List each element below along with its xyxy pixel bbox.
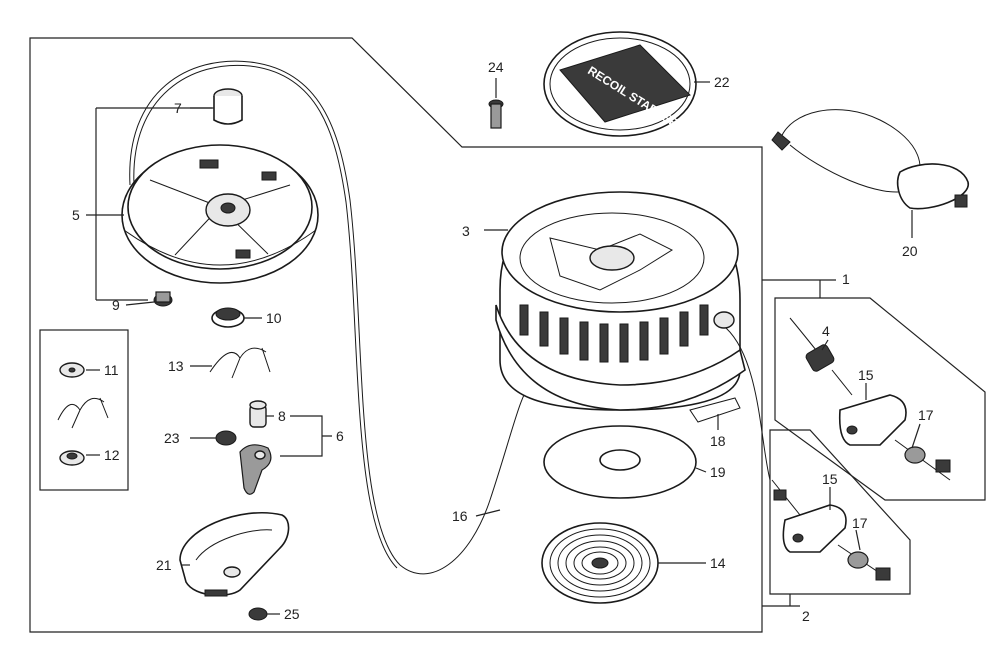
washer-11 [59, 362, 85, 378]
recoil-spring-14 [541, 522, 659, 604]
label-6: 6 [336, 428, 344, 444]
label-15b: 15 [822, 471, 838, 487]
spring-small [57, 397, 109, 429]
label-17b: 17 [852, 515, 868, 531]
rope-guide-18 [689, 397, 741, 423]
collar-7 [213, 88, 243, 125]
washer-box [39, 329, 129, 491]
starter-case-3 [495, 191, 746, 411]
handle-15a [831, 369, 907, 446]
stopper-17b [837, 544, 891, 581]
label-24: 24 [488, 59, 504, 75]
label-23: 23 [164, 430, 180, 446]
label-11: 11 [104, 362, 119, 378]
label-20: 20 [902, 243, 918, 259]
label-10: 10 [266, 310, 282, 326]
label-2: 2 [802, 608, 810, 624]
rope-to-handle [725, 327, 771, 481]
handle-wire-20 [771, 109, 969, 210]
label-15a: 15 [858, 367, 874, 383]
spring-13 [209, 347, 271, 379]
handle-guide-21 [179, 511, 290, 597]
label-5: 5 [72, 207, 80, 223]
nut-23 [215, 430, 237, 446]
handle-15b [771, 479, 847, 553]
washer-12 [59, 450, 85, 466]
group-bracket-2 [762, 594, 800, 607]
label-14: 14 [710, 555, 726, 571]
label-16: 16 [452, 508, 468, 524]
label-19: 19 [710, 464, 726, 480]
starter-rope [129, 60, 531, 575]
part-labels: 1 2 3 4 5 6 7 8 9 10 11 12 13 14 15 15 1… [72, 59, 934, 624]
friction-10 [211, 307, 245, 328]
cover-disc-22: RECOIL STARTER [543, 31, 697, 137]
bolt-24 [488, 99, 504, 129]
assembly-frame [29, 37, 763, 633]
bolt-25 [248, 607, 268, 621]
label-22: 22 [714, 74, 730, 90]
label-9: 9 [112, 297, 120, 313]
label-8: 8 [278, 408, 286, 424]
label-18: 18 [710, 433, 726, 449]
stopper-17a [894, 439, 951, 481]
collar-8 [249, 400, 267, 428]
label-1: 1 [842, 271, 850, 287]
label-7: 7 [174, 100, 182, 116]
label-3: 3 [462, 223, 470, 239]
label-17a: 17 [918, 407, 934, 423]
reel-pulley [121, 144, 319, 284]
label-4: 4 [822, 323, 830, 339]
kit-box-2 [769, 429, 911, 595]
group-bracket-5 [95, 107, 190, 301]
label-25: 25 [284, 606, 300, 622]
label-12: 12 [104, 447, 120, 463]
leader-lines [86, 78, 921, 615]
pawl-9 [153, 291, 173, 307]
group-bracket-6 [280, 415, 332, 457]
group-bracket-1 [762, 279, 836, 298]
plate-19 [543, 425, 697, 499]
kit-box-1 [774, 297, 986, 501]
grommet-4 [789, 317, 835, 372]
label-21: 21 [156, 557, 172, 573]
ratchet-6 [239, 444, 272, 495]
label-13: 13 [168, 358, 184, 374]
